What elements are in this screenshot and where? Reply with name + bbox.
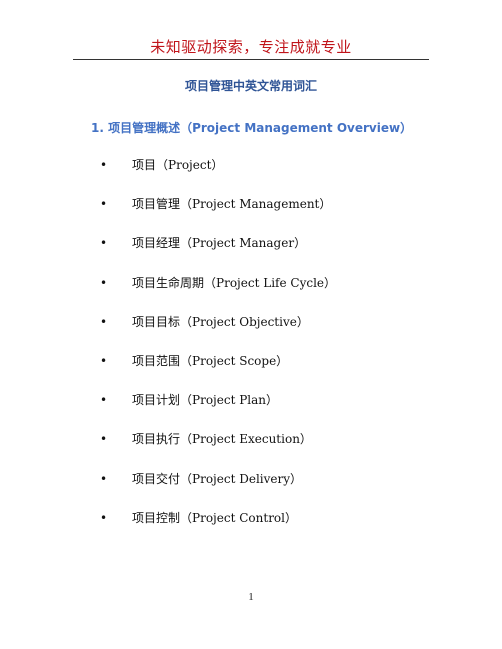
list-item: • 项目计划（Project Plan）: [100, 391, 336, 430]
term-zh: 项目范围: [132, 353, 181, 368]
header-divider: [73, 59, 429, 60]
document-title: 项目管理中英文常用词汇: [184, 79, 317, 93]
page-number: 1: [248, 591, 254, 603]
term-en: （Project Management）: [180, 197, 332, 212]
list-item: • 项目（Project）: [100, 156, 336, 195]
term-zh: 项目管理: [132, 197, 181, 212]
bullet-icon: •: [100, 432, 108, 447]
term-zh: 项目目标: [132, 314, 181, 329]
list-item: • 项目交付（Project Delivery）: [100, 470, 336, 509]
term-en: （Project Control）: [180, 510, 297, 525]
term-en: （Project Scope）: [180, 353, 289, 368]
term-text: 项目交付（Project Delivery）: [132, 470, 302, 488]
term-text: 项目控制（Project Control）: [132, 509, 297, 527]
section-heading: 1. 项目管理概述（Project Management Overview）: [91, 121, 413, 135]
term-zh: 项目执行: [132, 432, 181, 447]
bullet-icon: •: [100, 236, 108, 251]
term-en: （Project Manager）: [180, 236, 307, 251]
bullet-icon: •: [100, 158, 108, 172]
term-zh: 项目交付: [132, 471, 181, 486]
bullet-icon: •: [100, 471, 108, 486]
list-item: • 项目目标（Project Objective）: [100, 313, 336, 352]
list-item: • 项目范围（Project Scope）: [100, 352, 336, 391]
term-en: （Project Plan）: [180, 393, 279, 408]
term-text: 项目计划（Project Plan）: [132, 391, 278, 409]
list-item: • 项目控制（Project Control）: [100, 509, 336, 548]
list-item: • 项目生命周期（Project Life Cycle）: [100, 274, 336, 313]
bullet-icon: •: [100, 275, 108, 290]
bullet-icon: •: [100, 393, 108, 408]
term-text: 项目执行（Project Execution）: [132, 430, 312, 448]
term-zh: 项目计划: [132, 393, 181, 408]
term-zh: 项目: [132, 158, 157, 172]
term-list: • 项目（Project） • 项目管理（Project Management）…: [100, 156, 336, 548]
term-en: （Project Delivery）: [180, 471, 303, 486]
list-item: • 项目经理（Project Manager）: [100, 234, 336, 273]
term-zh: 项目经理: [132, 236, 181, 251]
bullet-icon: •: [100, 314, 108, 329]
term-en: （Project Execution）: [180, 432, 312, 447]
term-en: （Project Objective）: [180, 314, 309, 329]
list-item: • 项目执行（Project Execution）: [100, 430, 336, 469]
term-text: 项目目标（Project Objective）: [132, 313, 309, 331]
page-header: 未知驱动探索，专注成就专业: [150, 38, 352, 56]
term-zh: 项目控制: [132, 510, 181, 525]
term-text: 项目（Project）: [132, 156, 223, 174]
bullet-icon: •: [100, 197, 108, 212]
term-text: 项目管理（Project Management）: [132, 195, 331, 213]
list-item: • 项目管理（Project Management）: [100, 195, 336, 234]
bullet-icon: •: [100, 353, 108, 368]
term-zh: 项目生命周期: [132, 275, 205, 290]
term-en: （Project Life Cycle）: [204, 275, 337, 290]
term-text: 项目范围（Project Scope）: [132, 352, 288, 370]
term-text: 项目生命周期（Project Life Cycle）: [132, 274, 336, 292]
term-en: （Project）: [156, 158, 224, 172]
bullet-icon: •: [100, 510, 108, 525]
term-text: 项目经理（Project Manager）: [132, 234, 306, 252]
